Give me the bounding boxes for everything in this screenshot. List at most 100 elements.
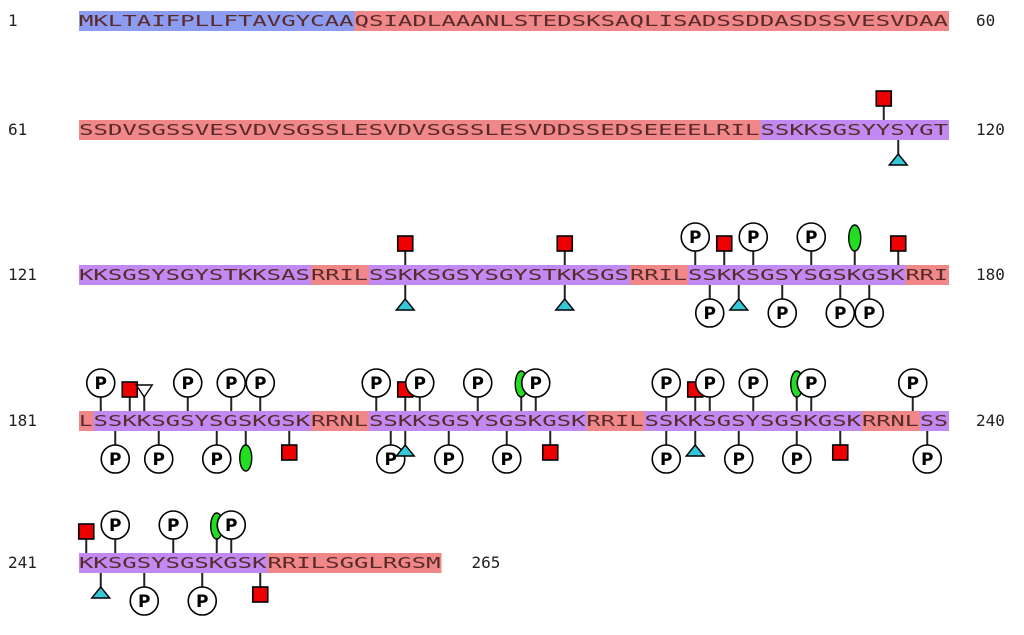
row-end-number: 120 — [976, 120, 1005, 139]
segment-band — [760, 120, 949, 140]
phospho-marker: P — [433, 431, 464, 474]
phospho-label: P — [704, 374, 716, 394]
phospho-marker: P — [694, 285, 725, 328]
phospho-marker: P — [651, 368, 682, 411]
phospho-marker: P — [854, 285, 885, 328]
phospho-circle-icon — [854, 298, 885, 328]
phospho-label: P — [805, 374, 817, 394]
green-oval-icon — [848, 224, 862, 252]
square-marker — [280, 431, 298, 461]
phospho-marker: P — [201, 431, 232, 474]
red-square-icon — [121, 381, 139, 398]
row-end-number: 180 — [976, 265, 1005, 284]
phospho-circle-icon — [738, 222, 769, 252]
phospho-circle-icon — [361, 368, 392, 398]
phospho-label: P — [704, 304, 716, 324]
phospho-marker: P — [825, 285, 856, 328]
phospho-label: P — [95, 374, 107, 394]
segment-band — [311, 265, 369, 285]
phospho-label: P — [834, 304, 846, 324]
segment-text: L — [79, 412, 93, 430]
row-end-number: 60 — [976, 11, 995, 30]
phospho-circle-icon — [172, 368, 203, 398]
red-square-icon — [77, 523, 95, 540]
cyan-triangle-icon — [887, 152, 909, 166]
segment-text: SSKKSGSYSGSKGSK — [688, 266, 906, 284]
phospho-marker: P — [216, 368, 247, 411]
phospho-marker: P — [143, 431, 174, 474]
phospho-circle-icon — [187, 586, 218, 616]
triangle-marker — [394, 431, 416, 457]
phospho-circle-icon — [129, 586, 160, 616]
segment-text: RRILSGGLRGSM — [268, 554, 441, 572]
red-square-icon — [541, 444, 559, 461]
cyan-triangle-icon — [394, 297, 416, 311]
phospho-circle-icon — [694, 368, 725, 398]
red-square-icon — [831, 444, 849, 461]
segment-band — [862, 411, 920, 431]
phospho-marker: P — [796, 368, 827, 411]
phospho-circle-icon — [723, 444, 754, 474]
phospho-label: P — [211, 450, 223, 470]
segment-text: MKLTAIFPLLFTAVGYCAA — [79, 12, 354, 30]
phospho-label: P — [747, 228, 759, 248]
phospho-circle-icon — [216, 368, 247, 398]
cyan-triangle-icon — [90, 585, 112, 599]
segment-text: SS — [920, 412, 948, 430]
phospho-marker: P — [738, 222, 769, 265]
phospho-marker: P — [680, 222, 711, 265]
row-start-number: 61 — [8, 120, 27, 139]
phospho-marker: P — [491, 431, 522, 474]
phospho-label: P — [805, 228, 817, 248]
square-marker — [541, 431, 559, 461]
phospho-marker: P — [245, 368, 276, 411]
oval-marker — [848, 224, 862, 265]
red-square-icon — [875, 90, 893, 107]
phospho-circle-icon — [520, 368, 551, 398]
phospho-label: P — [443, 450, 455, 470]
segment-band — [354, 11, 949, 31]
phospho-circle-icon — [491, 444, 522, 474]
phospho-label: P — [472, 374, 484, 394]
red-square-icon — [251, 586, 269, 603]
phospho-circle-icon — [433, 444, 464, 474]
row-start-number: 241 — [8, 553, 37, 572]
phospho-label: P — [660, 450, 672, 470]
red-square-icon — [556, 235, 574, 252]
phospho-circle-icon — [651, 444, 682, 474]
segment-band — [644, 411, 862, 431]
phospho-marker: P — [520, 368, 551, 411]
phospho-marker: P — [100, 510, 131, 553]
phospho-circle-icon — [245, 368, 276, 398]
square-marker — [715, 235, 733, 265]
phospho-marker: P — [694, 368, 725, 411]
segment-band — [369, 411, 587, 431]
phospho-marker: P — [172, 368, 203, 411]
triangle-marker — [887, 140, 909, 166]
segment-text: RRI — [906, 266, 949, 284]
segment-band — [369, 265, 630, 285]
phospho-label: P — [254, 374, 266, 394]
phospho-marker: P — [462, 368, 493, 411]
phospho-circle-icon — [158, 510, 189, 540]
square-marker — [556, 235, 574, 265]
cyan-triangle-icon — [728, 297, 750, 311]
red-square-icon — [715, 235, 733, 252]
square-marker — [831, 431, 849, 461]
segment-text: KKSGSYSGYSTKKSAS — [79, 266, 310, 284]
phospho-circle-icon — [201, 444, 232, 474]
phospho-label: P — [225, 516, 237, 536]
segment-text: SSKKSGSYSGSKGSK — [645, 412, 863, 430]
phospho-marker: P — [158, 510, 189, 553]
phospho-marker: P — [767, 285, 798, 328]
phospho-label: P — [791, 450, 803, 470]
phospho-label: P — [196, 592, 208, 612]
phospho-circle-icon — [651, 368, 682, 398]
open-triangle-icon — [134, 384, 154, 399]
phospho-circle-icon — [85, 368, 116, 398]
phospho-circle-icon — [143, 444, 174, 474]
